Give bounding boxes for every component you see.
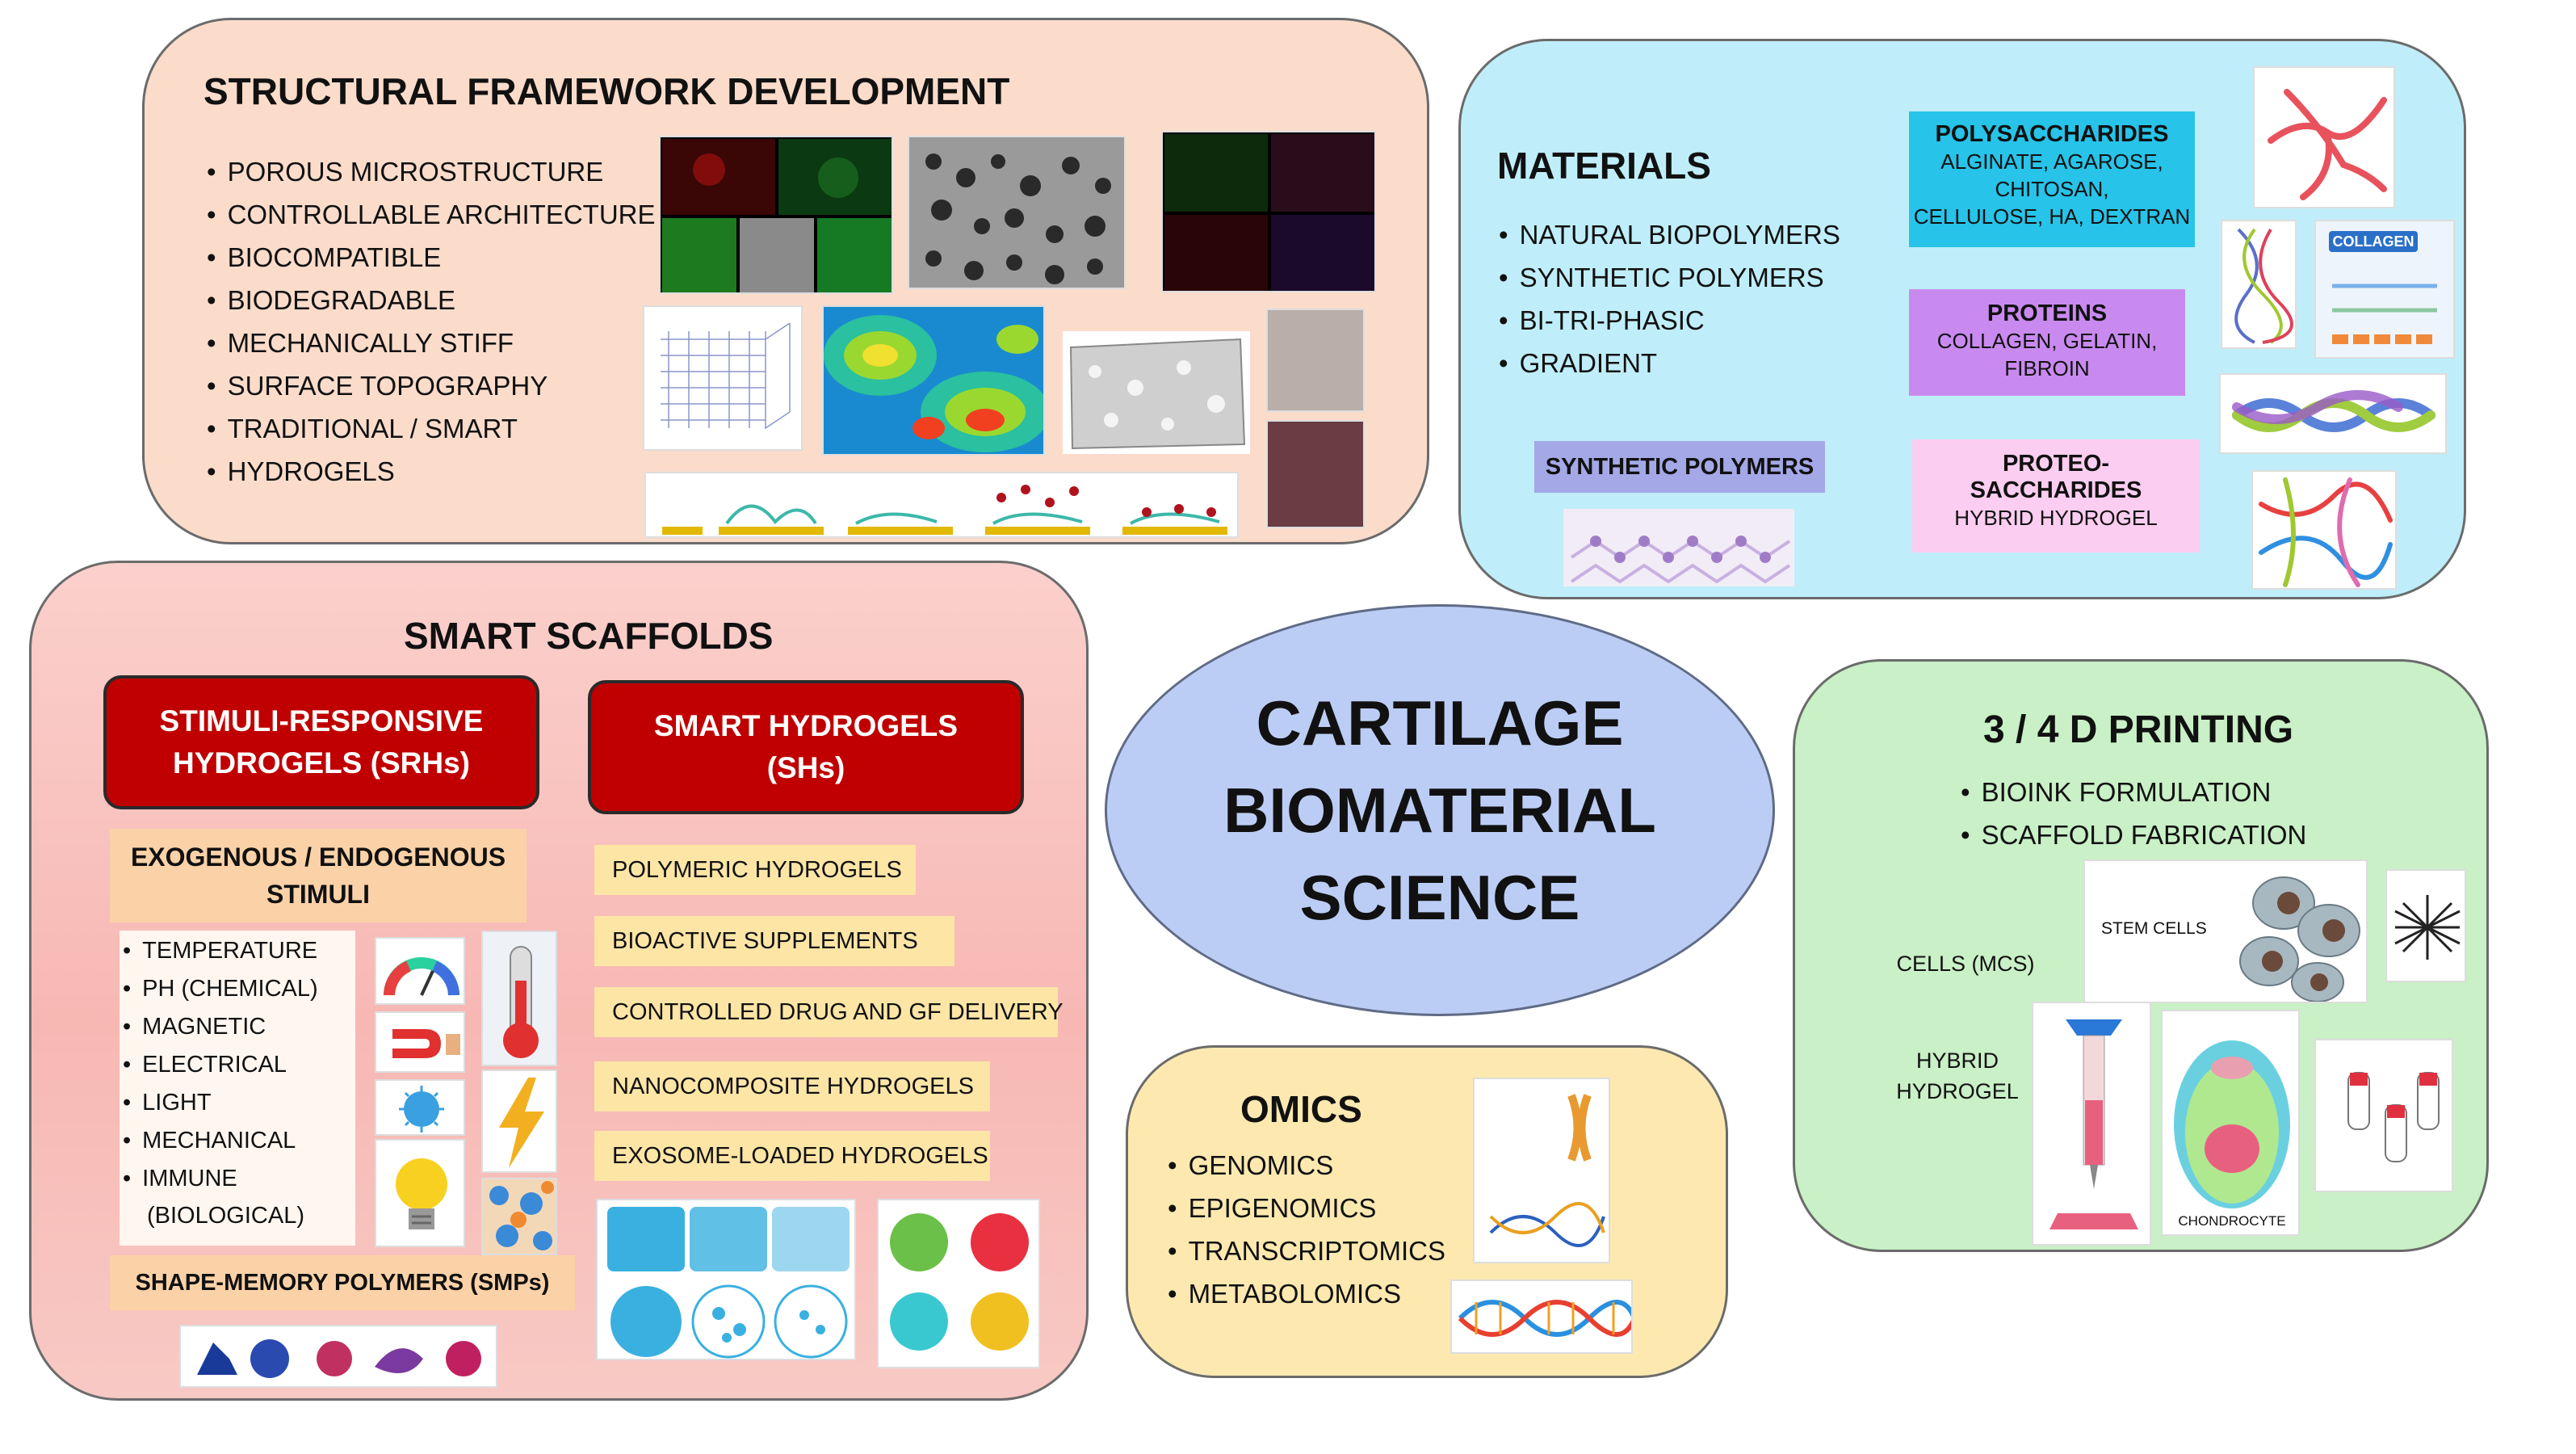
- sem-porous-image: [908, 136, 1126, 289]
- hydrogel-spheres-image: [596, 1199, 856, 1360]
- printing-bullets: BIOINK FORMULATION SCAFFOLD FABRICATION: [1961, 771, 2307, 856]
- stem-cells-label: STEM CELLS: [2101, 919, 2207, 938]
- stimuli-extra: (BIOLOGICAL): [147, 1203, 304, 1229]
- center-title: CARTILAGE BIOMATERIAL SCIENCE: [1223, 687, 1656, 933]
- bullet: EPIGENOMICS: [1168, 1187, 1445, 1229]
- topography-heatmap-image: [822, 305, 1045, 456]
- bullet: GENOMICS: [1168, 1144, 1445, 1187]
- bullet: IMMUNE: [123, 1160, 318, 1198]
- bullet: CONTROLLABLE ARCHITECTURE: [207, 193, 656, 236]
- stem-cells-image: STEM CELLS: [2083, 859, 2368, 1003]
- stimuli-responsive-hydrogels-box: STIMULI-RESPONSIVE HYDROGELS (SRHs): [103, 675, 539, 809]
- helix-chain-image: [2221, 220, 2297, 349]
- shape-memory-polymers-label: SHAPE-MEMORY POLYMERS (SMPs): [110, 1255, 575, 1310]
- materials-title: MATERIALS: [1497, 145, 1711, 187]
- bullet: MECHANICAL: [123, 1122, 318, 1160]
- bullet: PH (CHEMICAL): [123, 970, 318, 1008]
- bioprinter-nozzle-image: [2032, 1002, 2151, 1246]
- polysaccharides-line: CELLULOSE, HA, DEXTRAN: [1913, 204, 2191, 229]
- bullet: ELECTRICAL: [123, 1046, 318, 1084]
- bullet: BIOINK FORMULATION: [1961, 771, 2306, 813]
- polysaccharides-line: ALGINATE, AGAROSE,: [1940, 149, 2163, 174]
- collagen-badge: COLLAGEN: [2329, 231, 2418, 252]
- surface-coating-diagram: [644, 472, 1239, 538]
- bullet: SURFACE TOPOGRAPHY: [207, 364, 656, 407]
- stimuli-bullets: TEMPERATURE PH (CHEMICAL) MAGNETIC ELECT…: [123, 932, 318, 1198]
- bullet: HYDROGELS: [207, 450, 656, 493]
- proteins-line: FIBROIN: [2004, 356, 2090, 380]
- omics-title: OMICS: [1240, 1088, 1362, 1130]
- virus-particle-icon: [375, 1079, 465, 1136]
- bullet: GRADIENT: [1499, 342, 1840, 385]
- materials-bullets: NATURAL BIOPOLYMERS SYNTHETIC POLYMERS B…: [1499, 213, 1840, 385]
- fluorescence-panels: [1161, 131, 1376, 292]
- bullet: BIODEGRADABLE: [207, 279, 656, 321]
- polysaccharides-box: POLYSACCHARIDES ALGINATE, AGAROSE, CHITO…: [1909, 111, 2195, 247]
- smart-scaffolds-title: SMART SCAFFOLDS: [404, 615, 774, 657]
- printing-title: 3 / 4 D PRINTING: [1983, 708, 2294, 751]
- polysaccharides-line: CHITOSAN,: [1995, 177, 2109, 201]
- bullet: MAGNETIC: [123, 1008, 318, 1046]
- synthetic-polymers-label: SYNTHETIC POLYMERS: [1545, 454, 1815, 480]
- cartilage-biomaterial-science-hub: CARTILAGE BIOMATERIAL SCIENCE: [1105, 604, 1775, 1016]
- proteins-heading: PROTEINS: [1987, 300, 2108, 326]
- proteosaccharides-box: PROTEO- SACCHARIDES HYBRID HYDROGEL: [1912, 439, 2200, 553]
- bullet: POROUS MICROSTRUCTURE: [207, 150, 656, 193]
- braided-fiber-image: [2219, 373, 2447, 454]
- bullet: BI-TRI-PHASIC: [1499, 299, 1840, 342]
- bullet: NATURAL BIOPOLYMERS: [1499, 213, 1840, 256]
- shape-memory-shapes-image: [179, 1325, 497, 1388]
- proteins-box: PROTEINS COLLAGEN, GELATIN, FIBROIN: [1909, 289, 2185, 396]
- polysaccharide-chain-image: [2253, 66, 2395, 208]
- light-bulb-icon: [375, 1139, 465, 1247]
- collagen-diagram-image: COLLAGEN: [2314, 220, 2455, 359]
- ph-gauge-icon: [375, 937, 465, 1005]
- surface-texture-image-1: [1266, 309, 1365, 412]
- sh-item: BIOACTIVE SUPPLEMENTS: [594, 916, 954, 966]
- bullet: LIGHT: [123, 1084, 318, 1122]
- lightning-bolt-icon: [481, 1069, 557, 1173]
- bullet: TRANSCRIPTOMICS: [1168, 1229, 1445, 1272]
- chromosome-dna-image: [1473, 1078, 1610, 1263]
- bullet: SYNTHETIC POLYMERS: [1499, 256, 1840, 299]
- thermometer-icon: [481, 931, 557, 1066]
- omics-bullets: GENOMICS EPIGENOMICS TRANSCRIPTOMICS MET…: [1168, 1144, 1445, 1315]
- proteosaccharides-heading: SACCHARIDES: [1970, 477, 2142, 503]
- stimuli-heading: EXOGENOUS / ENDOGENOUS STIMULI: [110, 829, 527, 922]
- fluorescence-micrograph-grid: [659, 136, 893, 294]
- hybrid-network-image: [2251, 470, 2397, 590]
- polysaccharides-heading: POLYSACCHARIDES: [1935, 121, 2169, 147]
- test-tubes-image: [2314, 1039, 2453, 1192]
- bullet: TRADITIONAL / SMART: [207, 407, 656, 450]
- structural-title: STRUCTURAL FRAMEWORK DEVELOPMENT: [203, 70, 1010, 112]
- bullet: MECHANICALLY STIFF: [207, 321, 656, 364]
- bullet: SCAFFOLD FABRICATION: [1961, 813, 2307, 856]
- dna-helix-icon: [1450, 1280, 1633, 1354]
- cells-label: CELLS (MCS): [1896, 952, 2035, 976]
- bullet: BIOCOMPATIBLE: [207, 236, 656, 279]
- mechanical-texture-icon: [481, 1178, 557, 1255]
- fibrous-scaffold-image: [2385, 869, 2466, 982]
- magnet-icon: [375, 1011, 465, 1073]
- 3d-grid-scaffold-image: [643, 305, 803, 451]
- synthetic-polymers-box: SYNTHETIC POLYMERS: [1534, 441, 1825, 493]
- bullet: TEMPERATURE: [123, 932, 318, 970]
- chondrocyte-image: CHONDROCYTE: [2161, 1010, 2300, 1236]
- structural-bullets: POROUS MICROSTRUCTURE CONTROLLABLE ARCHI…: [207, 150, 656, 493]
- sh-item: NANOCOMPOSITE HYDROGELS: [594, 1061, 990, 1112]
- sh-item: CONTROLLED DRUG AND GF DELIVERY: [594, 987, 1064, 1037]
- sh-item: POLYMERIC HYDROGELS: [594, 845, 916, 895]
- proteosaccharides-sub: HYBRID HYDROGEL: [1954, 506, 2158, 530]
- porous-block-image: [1063, 331, 1250, 454]
- sh-item: EXOSOME-LOADED HYDROGELS: [594, 1131, 990, 1181]
- proteosaccharides-heading: PROTEO-: [2002, 451, 2110, 477]
- bullet: METABOLOMICS: [1168, 1272, 1445, 1315]
- surface-texture-image-2: [1266, 420, 1365, 528]
- smart-hydrogels-box: SMART HYDROGELS (SHs): [588, 680, 1024, 814]
- synthetic-polymer-lattice-image: [1563, 509, 1794, 586]
- nanoparticle-spheres-image: [877, 1199, 1040, 1368]
- hybrid-hydrogel-label: HYBRID HYDROGEL: [1896, 1048, 2019, 1103]
- proteins-line: COLLAGEN, GELATIN,: [1936, 329, 2158, 353]
- chondrocyte-label: CHONDROCYTE: [2178, 1213, 2286, 1229]
